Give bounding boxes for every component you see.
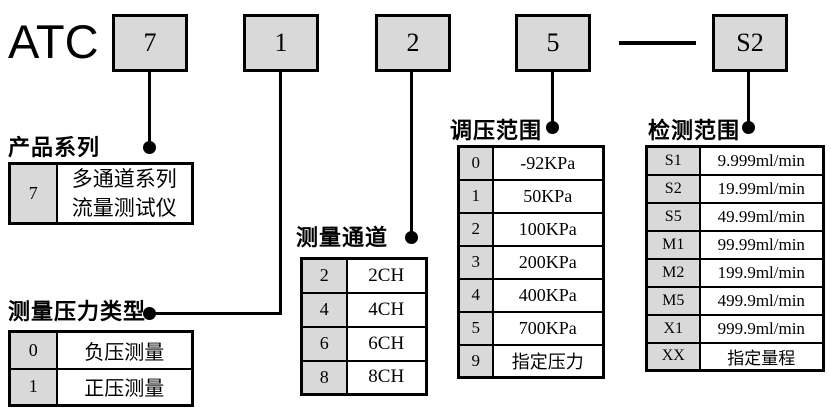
section-label-pressure-range: 调压范围: [450, 118, 543, 143]
code-cell: 6: [300, 325, 348, 362]
section-label-series: 产品系列: [8, 135, 101, 160]
value-cell: 多通道系列 流量测试仪: [55, 162, 194, 225]
section-label-channels: 测量通道: [296, 225, 389, 250]
table-row: 0-92KPa: [457, 145, 605, 181]
value-cell: 8CH: [345, 359, 428, 396]
value-cell: 指定量程: [698, 341, 825, 372]
code-cell: XX: [645, 341, 701, 372]
value-cell: 199.9ml/min: [698, 257, 825, 288]
value-cell: 负压测量: [55, 330, 194, 370]
code-box-pressure-type: 1: [243, 14, 319, 72]
code-cell: 2: [457, 211, 494, 247]
value-cell: 4CH: [345, 291, 428, 328]
code-cell: 3: [457, 244, 494, 280]
value-cell: 9.999ml/min: [698, 145, 825, 176]
code-cell: M5: [645, 285, 701, 316]
connector-dot-channels: [405, 231, 418, 244]
connector-line-detect-range: [747, 72, 750, 129]
code-box-series: 7: [112, 14, 188, 72]
code-cell: 0: [457, 145, 494, 181]
connector-line-pressure-type-horizontal: [150, 312, 281, 315]
value-cell: 2CH: [345, 257, 428, 294]
value-cell: 6CH: [345, 325, 428, 362]
connector-line-pressure-range: [551, 72, 554, 129]
value-cell: 700KPa: [491, 310, 605, 346]
code-box-channels-value: 2: [406, 28, 420, 57]
connector-line-series: [148, 72, 151, 148]
code-cell: 8: [300, 359, 348, 396]
value-cell: 100KPa: [491, 211, 605, 247]
value-cell: -92KPa: [491, 145, 605, 181]
code-cell: 4: [457, 277, 494, 313]
value-cell: 50KPa: [491, 178, 605, 214]
value-cell: 49.99ml/min: [698, 201, 825, 232]
code-cell: 1: [8, 367, 58, 407]
model-prefix-text: ATC: [8, 15, 99, 68]
connector-dot-detect-range: [742, 121, 755, 134]
code-cell: 2: [300, 257, 348, 294]
code-cell: 7: [8, 162, 58, 225]
value-cell: 正压测量: [55, 367, 194, 407]
connector-line-channels: [410, 72, 413, 238]
code-cell: S2: [645, 173, 701, 204]
section-label-detect-range: 检测范围: [648, 118, 741, 143]
code-box-detect-range-value: S2: [736, 28, 764, 57]
code-cell: M1: [645, 229, 701, 260]
connector-dot-pressure-range: [546, 121, 559, 134]
value-cell: 99.99ml/min: [698, 229, 825, 260]
code-box-pressure-range-value: 5: [546, 28, 560, 57]
code-box-pressure-range: 5: [515, 14, 591, 72]
code-cell: 4: [300, 291, 348, 328]
code-cell: 9: [457, 343, 494, 379]
code-box-channels: 2: [375, 14, 451, 72]
code-box-pressure-type-value: 1: [274, 28, 288, 57]
code-cell: M2: [645, 257, 701, 288]
value-cell: 999.9ml/min: [698, 313, 825, 344]
code-cell: S1: [645, 145, 701, 176]
value-cell: 200KPa: [491, 244, 605, 280]
connector-dot-series: [143, 141, 156, 154]
separator-dash: [619, 41, 696, 45]
code-cell: 1: [457, 178, 494, 214]
value-cell: 400KPa: [491, 277, 605, 313]
code-cell: S5: [645, 201, 701, 232]
code-cell: X1: [645, 313, 701, 344]
code-box-detect-range: S2: [712, 14, 788, 72]
value-cell: 19.99ml/min: [698, 173, 825, 204]
connector-line-pressure-type-vertical: [279, 72, 282, 315]
code-box-series-value: 7: [143, 28, 157, 57]
section-label-pressure-type: 测量压力类型: [8, 299, 147, 324]
code-cell: 5: [457, 310, 494, 346]
connector-dot-pressure-type: [143, 307, 156, 320]
value-cell: 指定压力: [491, 343, 605, 379]
code-cell: 0: [8, 330, 58, 370]
value-cell: 499.9ml/min: [698, 285, 825, 316]
